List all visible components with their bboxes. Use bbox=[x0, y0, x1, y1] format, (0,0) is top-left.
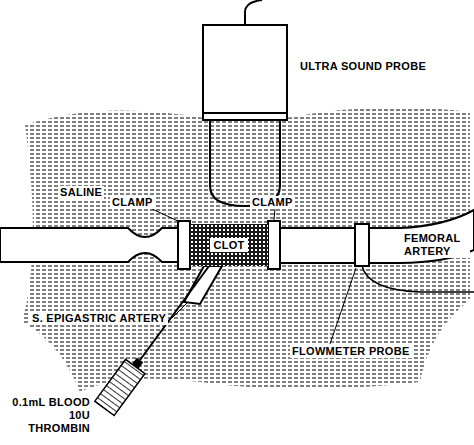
part-label: S. EPIGASTRIC ARTERY bbox=[30, 312, 168, 325]
flowmeter-probe bbox=[355, 224, 369, 266]
probe-cable bbox=[245, 0, 262, 25]
part-label: FLOWMETER PROBE bbox=[290, 345, 412, 358]
clot-region: CLOT bbox=[190, 224, 268, 266]
flowmeter-cable bbox=[362, 266, 474, 292]
syringe bbox=[95, 353, 150, 416]
part-label: FEMORAL ARTERY bbox=[402, 232, 470, 258]
clamp bbox=[268, 221, 280, 269]
part-label: ULTRA SOUND PROBE bbox=[298, 60, 428, 73]
probe-lip bbox=[203, 112, 287, 114]
part-label: SALINE bbox=[58, 186, 104, 199]
clamp bbox=[178, 221, 190, 269]
femoral-artery-distal bbox=[278, 210, 474, 263]
leader-lines bbox=[150, 208, 356, 344]
part-label: CLAMP bbox=[110, 196, 155, 209]
node-text: CLOT bbox=[210, 238, 247, 252]
probe-tip bbox=[210, 118, 280, 206]
injection-label: 0.1mL BLOOD 10U THROMBIN bbox=[2, 396, 92, 435]
probe-body bbox=[203, 25, 287, 120]
femoral-artery-proximal bbox=[0, 228, 180, 262]
needle bbox=[140, 262, 212, 360]
part-label: CLAMP bbox=[250, 196, 295, 209]
epigastric-branch bbox=[184, 266, 222, 304]
